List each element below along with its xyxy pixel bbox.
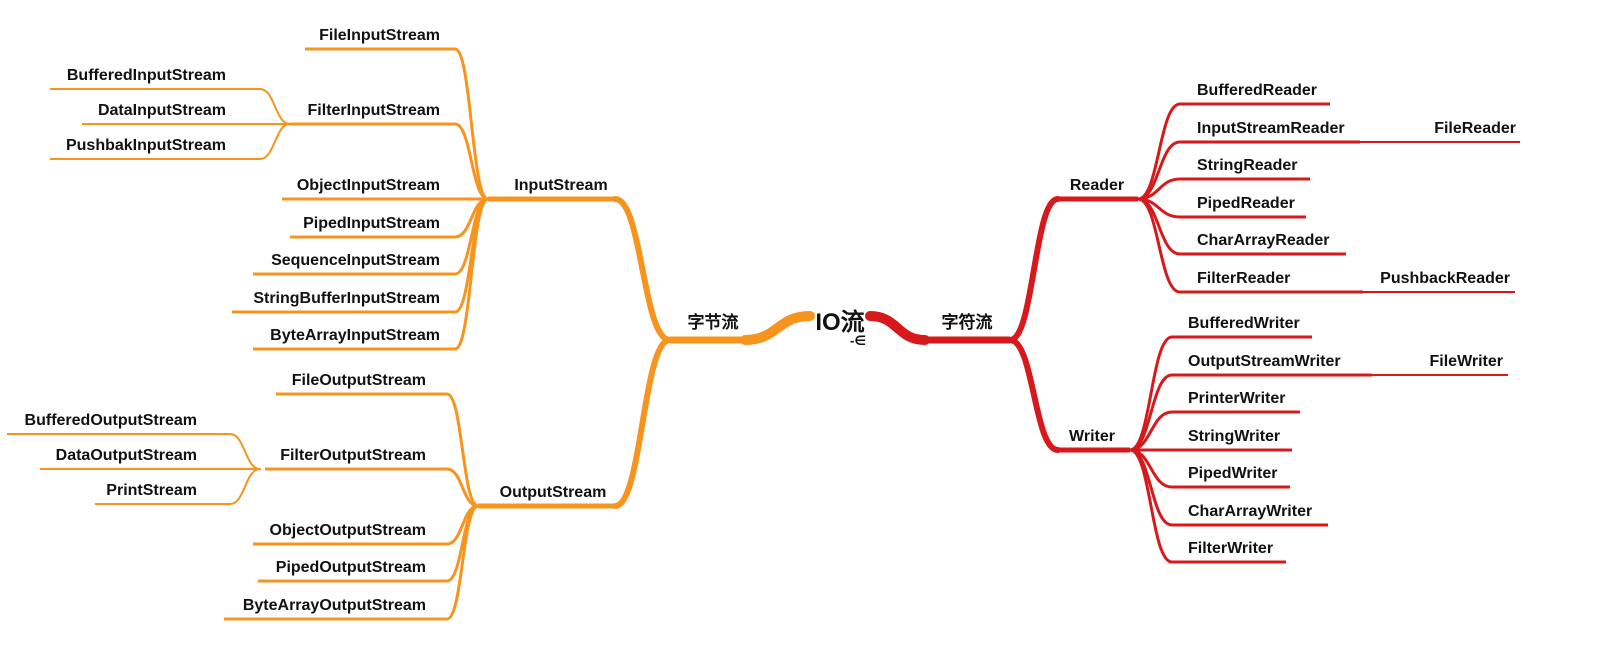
node-byte-array-input-stream: ByteArrayInputStream — [270, 327, 440, 344]
node-object-output-stream: ObjectOutputStream — [270, 522, 426, 539]
node-printer-writer: PrinterWriter — [1188, 390, 1286, 407]
edge-byte-to-inputstream — [612, 196, 673, 343]
edge-inputstream-child — [453, 197, 490, 351]
edge-root-to-byte-stream — [740, 311, 815, 345]
node-data-input-stream: DataInputStream — [98, 102, 226, 119]
edge-filterinputstream-child — [259, 88, 291, 125]
node-filewriter: FileWriter — [1430, 353, 1504, 370]
edge-filteroutputstream-child — [229, 433, 261, 470]
edge-outputstream-child — [445, 504, 480, 621]
edge-reader-child — [1136, 197, 1182, 294]
edge-char-to-reader — [1007, 196, 1061, 343]
node-writer: Writer — [1069, 428, 1115, 445]
node-outputstream: OutputStream — [500, 484, 607, 501]
node-print-stream: PrintStream — [106, 482, 197, 499]
node-char-array-writer: CharArrayWriter — [1188, 503, 1312, 520]
node-reader: Reader — [1070, 177, 1124, 194]
node-filter-reader: FilterReader — [1197, 270, 1290, 287]
root-node-label: IO流 — [815, 309, 864, 336]
edge-outputstream-child — [445, 392, 480, 508]
node-input-stream-reader: InputStreamReader — [1197, 120, 1345, 137]
edge-filteroutputstream-child — [229, 468, 261, 505]
edge-writer-child — [1128, 448, 1174, 564]
node-inputstream: InputStream — [514, 177, 607, 194]
node-sequence-input-stream: SequenceInputStream — [271, 252, 440, 269]
node-buffered-input-stream: BufferedInputStream — [67, 67, 226, 84]
node-char-stream: 字符流 — [942, 312, 993, 332]
node-buffered-output-stream: BufferedOutputStream — [25, 412, 197, 429]
node-filter-input-stream: FilterInputStream — [308, 102, 440, 119]
node-piped-reader: PipedReader — [1197, 195, 1295, 212]
edge-outputstream-child — [445, 467, 480, 508]
node-data-output-stream: DataOutputStream — [56, 447, 197, 464]
node-string-reader: StringReader — [1197, 157, 1297, 174]
node-buffered-writer: BufferedWriter — [1188, 315, 1300, 332]
node-piped-output-stream: PipedOutputStream — [276, 559, 426, 576]
edge-inputstream-child — [453, 122, 490, 201]
node-piped-input-stream: PipedInputStream — [303, 215, 440, 232]
edge-byte-to-outputstream — [612, 337, 673, 509]
node-byte-array-output-stream: ByteArrayOutputStream — [243, 597, 426, 614]
node-string-writer: StringWriter — [1188, 428, 1280, 445]
edge-root-to-char-stream — [865, 311, 930, 345]
node-object-input-stream: ObjectInputStream — [297, 177, 440, 194]
node-filter-output-stream: FilterOutputStream — [280, 447, 426, 464]
node-char-array-reader: CharArrayReader — [1197, 232, 1330, 249]
node-pushbak-input-stream: PushbakInputStream — [66, 137, 226, 154]
node-file-input-stream: FileInputStream — [319, 27, 440, 44]
node-filereader: FileReader — [1434, 120, 1516, 137]
edge-reader-child — [1136, 102, 1182, 201]
edge-char-to-writer — [1007, 337, 1061, 453]
node-string-buffer-input-stream: StringBufferInputStream — [253, 290, 440, 307]
edge-filterinputstream-child — [259, 123, 291, 160]
collapse-marker-icon: -∈ — [850, 333, 866, 348]
node-filter-writer: FilterWriter — [1188, 540, 1273, 557]
node-output-stream-writer: OutputStreamWriter — [1188, 353, 1341, 370]
edge-inputstream-child — [453, 47, 490, 201]
node-piped-writer: PipedWriter — [1188, 465, 1278, 482]
node-file-output-stream: FileOutputStream — [292, 372, 426, 389]
node-pushbackreader: PushbackReader — [1380, 270, 1510, 287]
edges-layer — [7, 47, 1520, 621]
node-byte-stream: 字节流 — [688, 312, 739, 332]
node-buffered-reader: BufferedReader — [1197, 82, 1317, 99]
